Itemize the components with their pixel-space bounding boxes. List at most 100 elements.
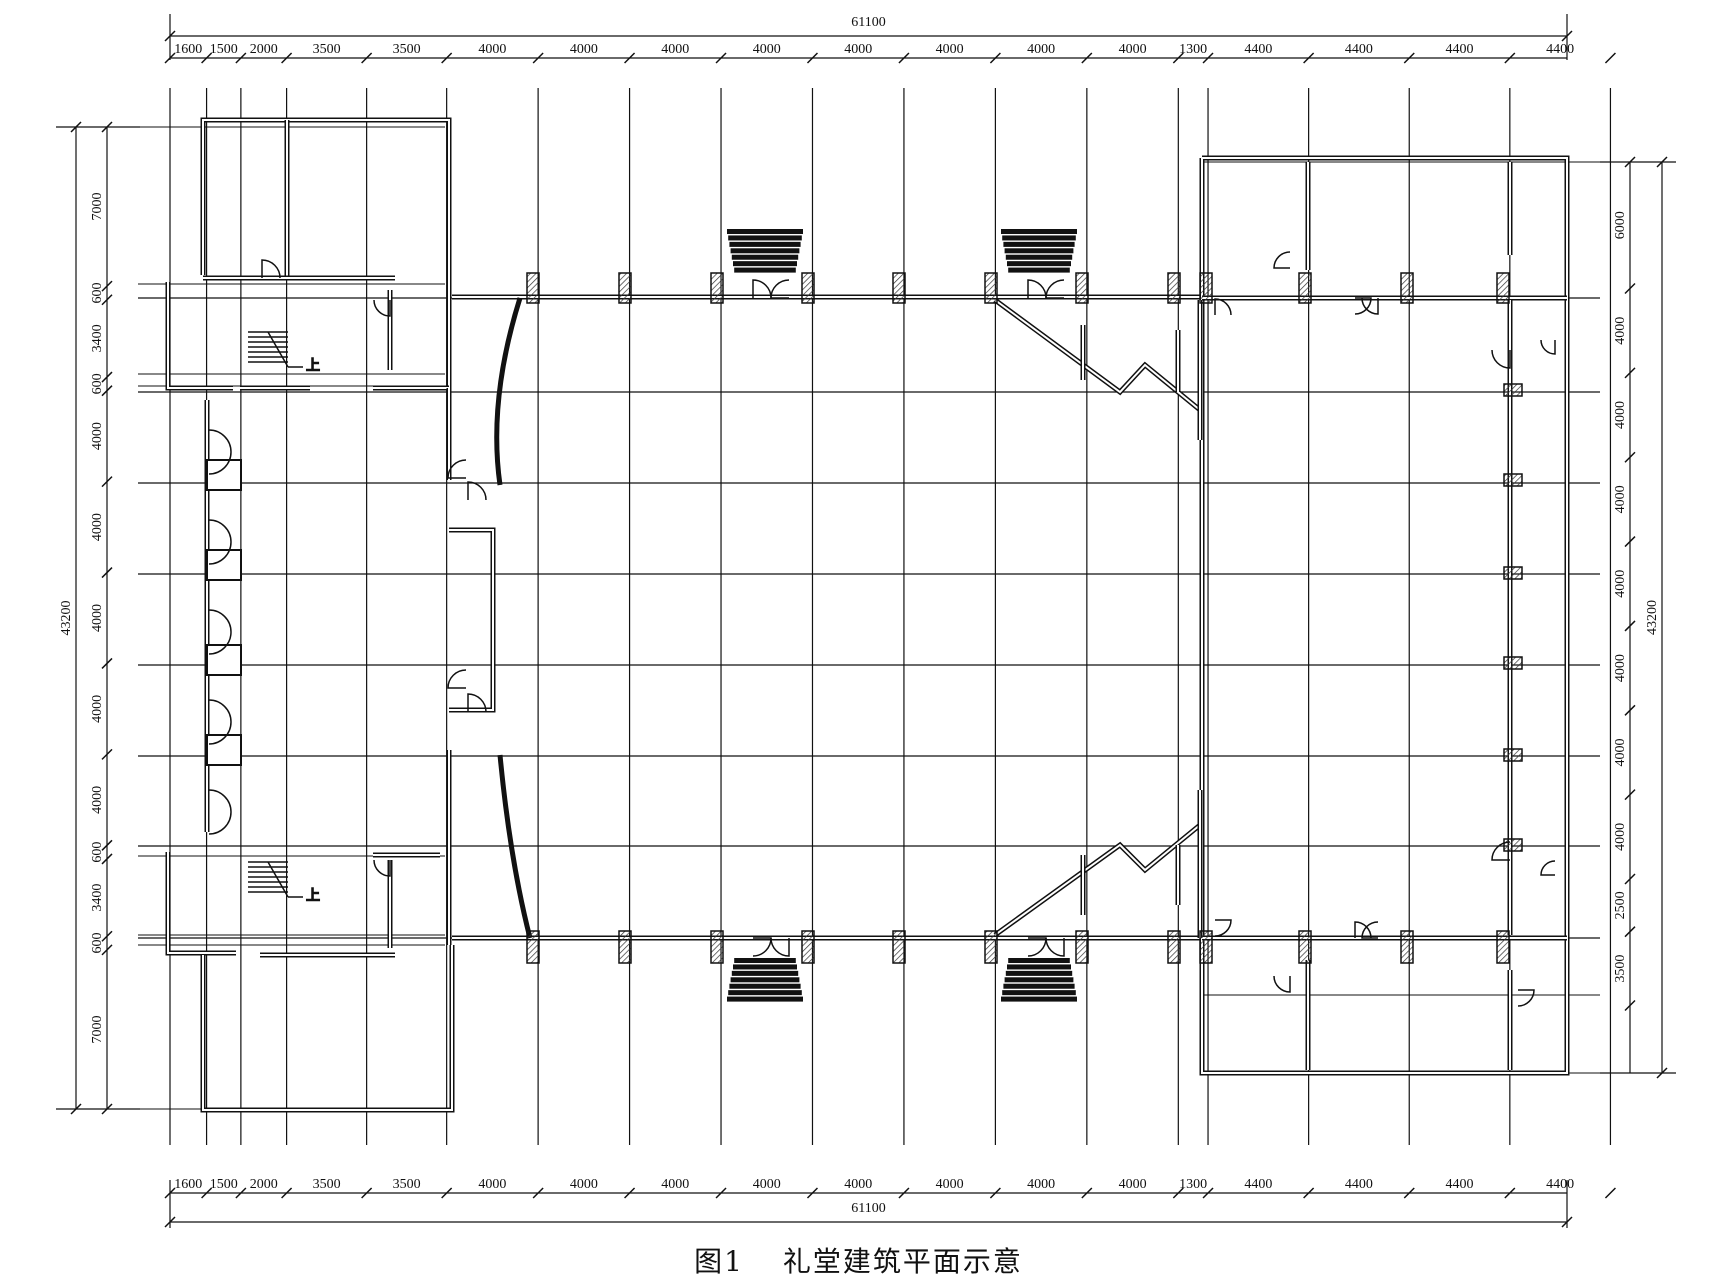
column bbox=[526, 930, 540, 964]
proscenium-curve-top bbox=[494, 297, 523, 486]
corridor-pier bbox=[206, 734, 242, 766]
stage-inner-box-inner bbox=[449, 529, 494, 711]
stair-step bbox=[729, 241, 801, 247]
door-swing bbox=[373, 859, 391, 877]
door-swing bbox=[1273, 251, 1291, 269]
doors-stairs-details: 上上 bbox=[208, 251, 1556, 1007]
column bbox=[1199, 272, 1213, 304]
dimension-tick bbox=[989, 1187, 1001, 1199]
door-swing bbox=[261, 259, 281, 279]
column bbox=[1503, 838, 1523, 852]
segment-width-label: 4400 bbox=[1446, 42, 1474, 57]
segment-height-label: 3400 bbox=[90, 324, 105, 352]
column bbox=[1496, 930, 1510, 964]
segment-height-label: 600 bbox=[90, 373, 105, 394]
corridor-pier bbox=[206, 644, 242, 676]
stair-step bbox=[1001, 996, 1077, 1002]
door-swing bbox=[1354, 297, 1372, 315]
door-swing bbox=[1361, 921, 1379, 939]
dimension-tick bbox=[164, 52, 176, 64]
segment-width-label: 3500 bbox=[393, 42, 421, 57]
column bbox=[710, 930, 724, 964]
segment-width-label: 4000 bbox=[1119, 1177, 1147, 1192]
column bbox=[1075, 930, 1089, 964]
door-swing bbox=[1540, 860, 1556, 876]
entrance-stair bbox=[1001, 958, 1077, 1002]
segment-width-label: 4000 bbox=[753, 1177, 781, 1192]
stair-step bbox=[733, 964, 797, 970]
corridor-door-arc bbox=[208, 699, 232, 745]
axis-grid-lines bbox=[138, 88, 1612, 1145]
dimension-tick bbox=[101, 657, 113, 669]
dimension-tick bbox=[1561, 30, 1573, 42]
column bbox=[1496, 272, 1510, 304]
column bbox=[1400, 930, 1414, 964]
column bbox=[892, 930, 906, 964]
column bbox=[801, 930, 815, 964]
door-swing bbox=[447, 459, 467, 479]
dimension-tick bbox=[101, 385, 113, 397]
dimension-tick bbox=[441, 1187, 453, 1199]
stage-inner-box bbox=[449, 527, 496, 713]
dimension-tick bbox=[70, 121, 82, 133]
column bbox=[1199, 930, 1213, 964]
dimension-tick bbox=[1561, 1216, 1573, 1228]
dimension-tick bbox=[101, 944, 113, 956]
stair-step bbox=[1002, 990, 1076, 996]
segment-height-label: 4000 bbox=[1613, 317, 1628, 345]
door-swing bbox=[1540, 339, 1556, 355]
segment-width-label: 4400 bbox=[1446, 1177, 1474, 1192]
hatched-columns bbox=[206, 229, 1523, 1002]
segment-width-label: 4400 bbox=[1244, 1177, 1272, 1192]
corridor-door-arc bbox=[208, 609, 232, 655]
column bbox=[1503, 383, 1523, 397]
dimension-tick bbox=[164, 30, 176, 42]
stair-step bbox=[727, 229, 803, 235]
segment-height-label: 4000 bbox=[90, 513, 105, 541]
dimension-tick bbox=[532, 1187, 544, 1199]
door-swing bbox=[770, 937, 790, 957]
dimension-tick bbox=[101, 1103, 113, 1115]
zigzag-wall-bottom-inner bbox=[994, 824, 1201, 936]
dimension-tick bbox=[1081, 52, 1093, 64]
stair-step bbox=[1004, 977, 1074, 983]
segment-height-label: 600 bbox=[90, 933, 105, 954]
segment-width-label: 4400 bbox=[1345, 1177, 1373, 1192]
door-swing bbox=[373, 299, 391, 317]
dimension-tick bbox=[1624, 367, 1636, 379]
segment-width-label: 4000 bbox=[661, 1177, 689, 1192]
dimension-tick bbox=[101, 839, 113, 851]
corridor-door-arc bbox=[208, 789, 232, 835]
door-swing bbox=[1214, 919, 1232, 937]
segment-height-label: 4000 bbox=[90, 695, 105, 723]
dimension-tick bbox=[1172, 1187, 1184, 1199]
figure-caption: 图1 礼堂建筑平面示意 bbox=[0, 1240, 1717, 1280]
dimension-tick bbox=[1624, 873, 1636, 885]
dimension-tick bbox=[235, 52, 247, 64]
segment-width-label: 1500 bbox=[210, 1177, 238, 1192]
door-swing bbox=[467, 481, 487, 501]
stair-step bbox=[1007, 261, 1071, 267]
segment-width-label: 4400 bbox=[1546, 1177, 1574, 1192]
stair-step bbox=[1002, 235, 1076, 241]
segment-height-label: 2500 bbox=[1613, 891, 1628, 919]
stair-step bbox=[731, 254, 799, 260]
total-width-label: 61100 bbox=[851, 1201, 885, 1216]
entrance-stair bbox=[727, 229, 803, 273]
dimension-tick bbox=[101, 121, 113, 133]
dimension-tick bbox=[361, 52, 373, 64]
door-swing bbox=[467, 693, 487, 713]
column bbox=[892, 272, 906, 304]
door-swing bbox=[1273, 975, 1291, 993]
building-walls bbox=[165, 117, 1570, 1113]
dimension-tick bbox=[201, 52, 213, 64]
dimension-tick bbox=[1624, 999, 1636, 1012]
dimension-tick bbox=[281, 1187, 293, 1199]
left-bottom-block-wall-inner bbox=[202, 945, 453, 1111]
stair-step bbox=[734, 267, 796, 273]
segment-width-label: 4000 bbox=[570, 1177, 598, 1192]
door-swing bbox=[770, 279, 790, 299]
door-swing bbox=[1027, 937, 1047, 957]
segment-width-label: 3500 bbox=[313, 1177, 341, 1192]
